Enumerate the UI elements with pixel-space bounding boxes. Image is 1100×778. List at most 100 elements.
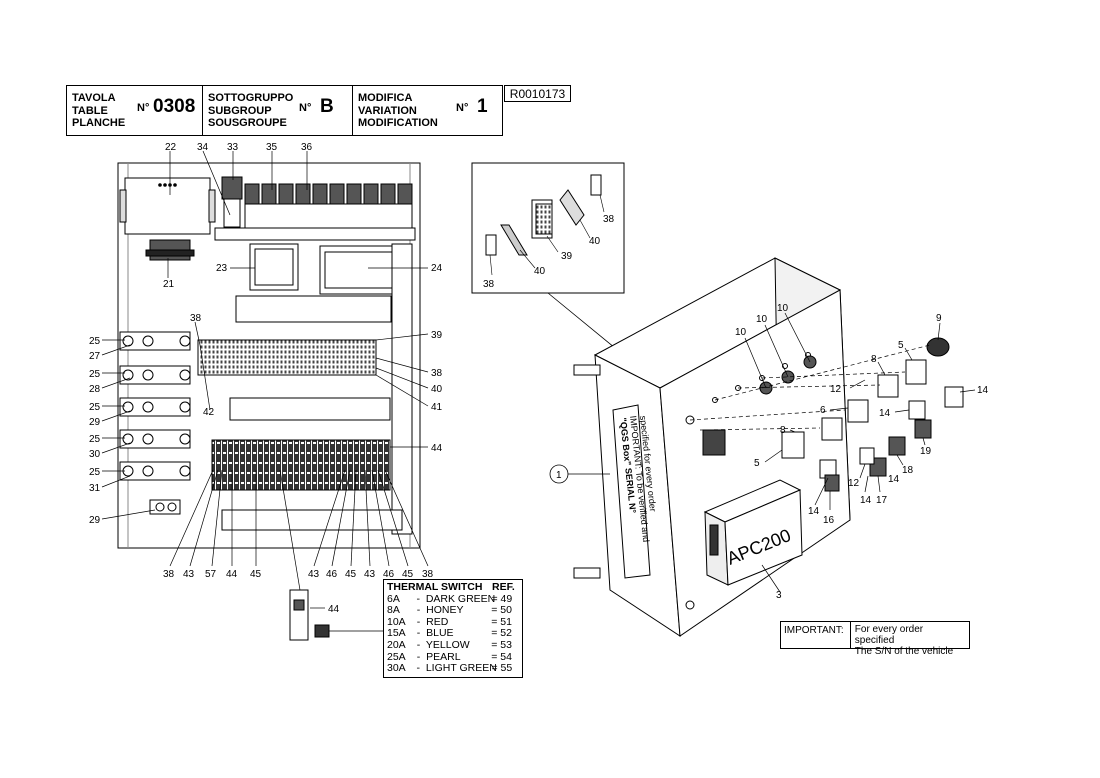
callout-10-a: 10 <box>735 327 747 338</box>
leader-lines-left <box>101 150 429 632</box>
exploded-parts <box>759 337 964 492</box>
callout-45-bottom-3: 45 <box>402 569 414 580</box>
tavola-cell: TAVOLA TABLE PLANCHE N° 0308 <box>67 86 203 135</box>
callout-34: 34 <box>197 142 209 153</box>
modifica-line-2: VARIATION <box>358 104 417 117</box>
thermal-switch-table: THERMAL SWITCH REF. 6A- DARK GREEN= 49 8… <box>383 579 523 678</box>
callout-45-bottom-2: 45 <box>345 569 357 580</box>
callout-36: 36 <box>301 142 313 153</box>
thermal-switch-title: THERMAL SWITCH <box>387 581 483 593</box>
leader-lines-right <box>689 344 931 431</box>
modifica-value: 1 <box>477 96 488 117</box>
callout-14-d: 14 <box>888 474 900 485</box>
callout-14-a: 14 <box>977 385 989 396</box>
tavola-line-2: TABLE <box>72 104 108 117</box>
sottogruppo-line-3: SOUSGROUPE <box>208 117 287 129</box>
thermal-switch-header: THERMAL SWITCH REF. <box>387 581 519 594</box>
modifica-line-3: MODIFICATION <box>358 117 438 129</box>
callout-6: 6 <box>820 405 826 416</box>
callout-1-circle <box>549 464 569 484</box>
important-line-2: The S/N of the vehicle <box>854 646 954 657</box>
electrical-box <box>573 257 851 637</box>
tavola-line-3: PLANCHE <box>72 117 126 129</box>
callout-12-b: 12 <box>848 478 860 489</box>
callout-19: 19 <box>920 446 932 457</box>
tavola-number: 0308 <box>153 96 196 117</box>
callout-57: 57 <box>205 569 217 580</box>
callout-25-2: 25 <box>89 369 101 380</box>
table-row: 10A- RED= 51 <box>387 615 512 628</box>
callout-8-a: 8 <box>871 354 877 365</box>
table-row: 20A- YELLOW= 53 <box>387 638 512 651</box>
callout-25-1: 25 <box>89 336 101 347</box>
mounting-panel <box>117 162 421 641</box>
modifica-line-1: MODIFICA <box>358 92 413 104</box>
callout-18: 18 <box>902 465 914 476</box>
callouts-left: 22 34 33 35 36 23 24 21 38 39 38 40 41 4… <box>89 142 443 615</box>
callouts-right: 1 3 10 10 10 9 8 5 14 12 6 14 8 5 19 18 … <box>556 303 989 601</box>
callout-12-a: 12 <box>830 384 842 395</box>
title-block: TAVOLA TABLE PLANCHE N° 0308 SOTTOGRUPPO… <box>66 85 503 136</box>
callout-27: 27 <box>89 351 101 362</box>
sottogruppo-line-2: SUBGROUP <box>208 104 272 117</box>
callout-14-b: 14 <box>879 408 891 419</box>
callout-10-c: 10 <box>777 303 789 314</box>
callout-1: 1 <box>556 470 562 481</box>
callout-43-bottom-2: 43 <box>308 569 320 580</box>
callout-44-thermal: 44 <box>328 604 340 615</box>
inset-detail <box>471 162 718 433</box>
important-label: IMPORTANT: <box>781 622 851 648</box>
callout-30: 30 <box>89 449 101 460</box>
table-row: 6A- DARK GREEN= 49 <box>387 592 513 605</box>
callout-inset-40-a: 40 <box>534 266 546 277</box>
modifica-no-label: N° <box>456 102 469 114</box>
callout-23: 23 <box>216 263 228 274</box>
callout-24: 24 <box>431 263 443 274</box>
callout-25-3: 25 <box>89 402 101 413</box>
callout-21: 21 <box>163 279 175 290</box>
table-row: 15A- BLUE= 52 <box>387 627 512 640</box>
callout-10-b: 10 <box>756 314 768 325</box>
callout-5-a: 5 <box>898 340 904 351</box>
thermal-switch-ref-header: REF. <box>492 581 515 593</box>
modifica-cell: MODIFICA VARIATION MODIFICATION N° 1 <box>353 86 502 135</box>
callout-38-bottom-1: 38 <box>163 569 175 580</box>
thermal-switch-rows: 6A- DARK GREEN= 49 8A- HONEY= 50 10A- RE… <box>387 592 519 675</box>
callout-44-right: 44 <box>431 443 443 454</box>
callout-25-5: 25 <box>89 467 101 478</box>
callout-inset-40-b: 40 <box>589 236 601 247</box>
callout-41: 41 <box>431 402 443 413</box>
callout-16: 16 <box>823 515 835 526</box>
callouts-inset: 38 40 39 40 38 <box>483 214 615 290</box>
sottogruppo-cell: SOTTOGRUPPO SUBGROUP SOUSGROUPE N° B <box>203 86 353 135</box>
sottogruppo-no-label: N° <box>299 102 312 114</box>
sottogruppo-line-1: SOTTOGRUPPO <box>208 92 294 104</box>
callout-25-4: 25 <box>89 434 101 445</box>
reference-code: R0010173 <box>504 85 571 102</box>
callout-38-bottom-2: 38 <box>422 569 434 580</box>
callout-46-bottom-1: 46 <box>326 569 338 580</box>
callout-29-1: 29 <box>89 417 101 428</box>
table-row: 25A- PEARL= 54 <box>387 650 512 663</box>
callout-39: 39 <box>431 330 443 341</box>
important-note: IMPORTANT: For every order specified The… <box>780 621 970 657</box>
callout-43-bottom-3: 43 <box>364 569 376 580</box>
tavola-no-label: N° <box>137 102 150 114</box>
callout-43-bottom-1: 43 <box>183 569 195 580</box>
callout-inset-38-a: 38 <box>483 279 495 290</box>
callout-45-bottom-1: 45 <box>250 569 262 580</box>
table-row: 30A- LIGHT GREEN= 55 <box>387 662 513 675</box>
callout-inset-39: 39 <box>561 251 573 262</box>
callout-46-bottom-2: 46 <box>383 569 395 580</box>
callout-38-top: 38 <box>190 313 202 324</box>
callout-17: 17 <box>876 495 888 506</box>
callout-29-2: 29 <box>89 515 101 526</box>
callout-8-b: 8 <box>780 425 786 436</box>
callout-14-e: 14 <box>808 506 820 517</box>
callout-35: 35 <box>266 142 278 153</box>
callout-3: 3 <box>776 590 782 601</box>
callout-31: 31 <box>89 483 101 494</box>
callout-40: 40 <box>431 384 443 395</box>
callout-14-c: 14 <box>860 495 872 506</box>
